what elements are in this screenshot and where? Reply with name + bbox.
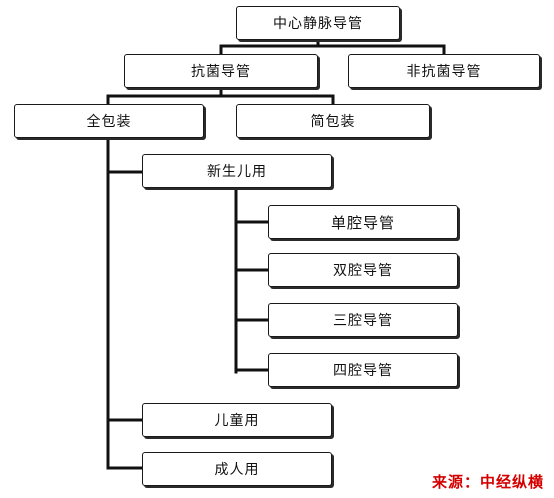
node-root: 中心静脉导管 <box>236 6 400 40</box>
node-single-lumen-label: 单腔导管 <box>330 213 395 232</box>
node-pediatric-label: 儿童用 <box>214 413 260 429</box>
node-pediatric: 儿童用 <box>142 403 332 437</box>
node-quad-lumen: 四腔导管 <box>268 353 458 387</box>
node-neonatal: 新生儿用 <box>142 154 332 188</box>
source-attribution: 来源：中经纵横 <box>432 471 544 492</box>
node-double-lumen-label: 双腔导管 <box>333 263 393 279</box>
source-name: 中经纵横 <box>479 473 544 491</box>
node-root-label: 中心静脉导管 <box>273 16 363 32</box>
node-single-lumen: 单腔导管 <box>268 205 458 239</box>
node-simple-package: 简包装 <box>236 104 430 138</box>
node-full-package-label: 全包装 <box>86 114 132 130</box>
node-triple-lumen: 三腔导管 <box>268 303 458 337</box>
node-adult-label: 成人用 <box>214 462 260 478</box>
node-simple-package-label: 简包装 <box>310 114 356 130</box>
node-non-antibacterial: 非抗菌导管 <box>348 54 540 88</box>
node-full-package: 全包装 <box>14 104 204 138</box>
node-non-antibacterial-label: 非抗菌导管 <box>406 64 482 80</box>
node-neonatal-label: 新生儿用 <box>207 164 267 180</box>
node-quad-lumen-label: 四腔导管 <box>333 363 393 379</box>
node-triple-lumen-label: 三腔导管 <box>333 313 393 329</box>
source-label: 来源： <box>431 473 480 491</box>
node-adult: 成人用 <box>142 452 332 486</box>
node-antibacterial-label: 抗菌导管 <box>191 64 251 80</box>
node-double-lumen: 双腔导管 <box>268 253 458 287</box>
node-antibacterial: 抗菌导管 <box>124 54 318 88</box>
